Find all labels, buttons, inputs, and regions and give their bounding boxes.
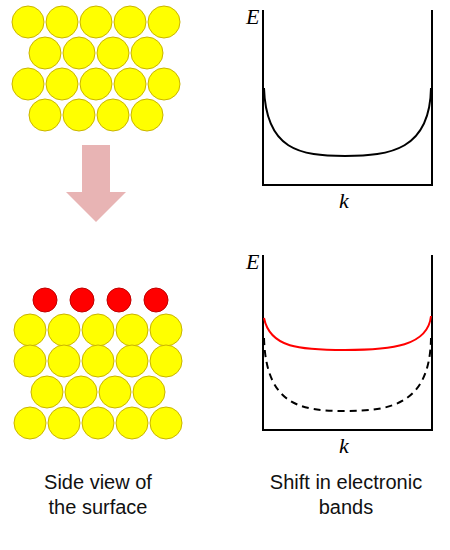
process-arrow bbox=[66, 145, 126, 222]
panel-caption: Shift in electronic bands bbox=[262, 470, 430, 520]
adsorbate-atoms bbox=[33, 288, 168, 312]
axis-label: k bbox=[339, 190, 349, 212]
panel-caption: Side view of the surface bbox=[28, 470, 168, 520]
axis-label: k bbox=[339, 435, 349, 457]
shifted-band-curve bbox=[264, 316, 431, 350]
band-curve bbox=[264, 88, 431, 156]
original-band-dashed bbox=[264, 338, 431, 411]
axis-label: E bbox=[246, 6, 259, 28]
clean-surface-atoms bbox=[12, 6, 180, 131]
band-plot-axes bbox=[263, 10, 432, 430]
covered-surface-atoms bbox=[14, 314, 182, 439]
axis-label: E bbox=[246, 251, 259, 273]
